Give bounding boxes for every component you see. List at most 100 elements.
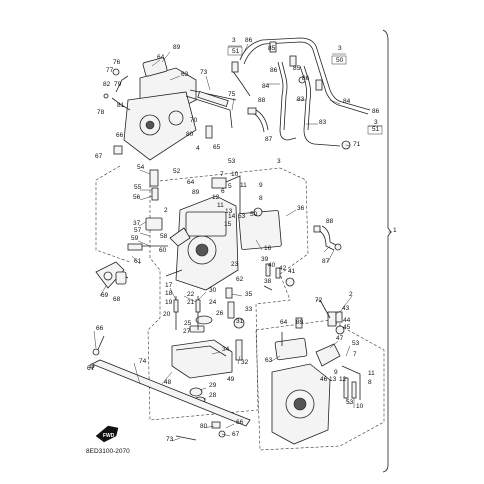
callout-35: 35 <box>245 291 253 298</box>
callout-60: 60 <box>159 247 167 254</box>
callout-84: 84 <box>262 83 270 90</box>
fwd-label: FWD <box>103 433 115 439</box>
callout-86: 86 <box>245 37 253 44</box>
callout-89: 89 <box>173 44 181 51</box>
callout-68: 68 <box>113 296 121 303</box>
callout-75: 75 <box>228 91 236 98</box>
callout-44: 44 <box>343 317 351 324</box>
callout-39: 39 <box>261 256 269 263</box>
callout-8: 8 <box>259 195 263 202</box>
callout-88: 88 <box>258 97 266 104</box>
callout-41: 41 <box>288 268 296 275</box>
callout-2: 2 <box>349 291 353 298</box>
callout-56: 56 <box>133 194 141 201</box>
callout-83: 83 <box>297 96 305 103</box>
callout-86: 86 <box>372 108 380 115</box>
drawing-code: 8ED3100-2070 <box>86 448 130 455</box>
callout-81: 81 <box>117 102 125 109</box>
callout-15: 15 <box>224 221 232 228</box>
callout-11: 11 <box>240 182 247 189</box>
joint-hose-right <box>313 225 342 251</box>
callout-63: 63 <box>181 71 189 78</box>
callout-53: 53 <box>346 399 354 406</box>
callout-3: 3 <box>277 158 281 165</box>
callout-55: 55 <box>134 184 142 191</box>
callout-76: 76 <box>113 59 121 66</box>
callout-74: 74 <box>139 358 147 365</box>
callout-22: 22 <box>187 291 195 298</box>
callout-89: 89 <box>192 189 200 196</box>
callout-16: 16 <box>264 245 272 252</box>
callout-10: 10 <box>231 171 239 178</box>
callout-51: 51 <box>372 126 380 133</box>
callout-52: 52 <box>173 168 181 175</box>
callout-29: 29 <box>209 382 217 389</box>
callout-32: 32 <box>241 359 249 366</box>
callout-65: 65 <box>213 144 221 151</box>
callout-8: 8 <box>368 379 372 386</box>
reference-boxes <box>227 45 383 135</box>
throttle-pulley-69 <box>95 261 129 289</box>
callout-77: 77 <box>106 67 114 74</box>
callout-80: 80 <box>200 423 208 430</box>
callout-6: 6 <box>221 188 225 195</box>
callout-7: 7 <box>353 351 357 358</box>
callout-20: 20 <box>163 311 171 318</box>
callout-3: 3 <box>374 119 378 126</box>
callout-37: 37 <box>133 220 141 227</box>
callout-85: 85 <box>268 45 276 52</box>
callout-69: 69 <box>101 292 109 299</box>
callout-67: 67 <box>95 153 103 160</box>
callout-19: 19 <box>165 299 173 306</box>
callout-71: 71 <box>353 141 361 148</box>
callout-62: 62 <box>236 276 244 283</box>
callout-61: 61 <box>134 258 142 265</box>
callout-49: 49 <box>227 376 235 383</box>
callout-89: 89 <box>296 319 304 326</box>
callout-73: 73 <box>166 436 174 443</box>
callout-64: 64 <box>280 319 288 326</box>
callout-66: 66 <box>96 325 104 332</box>
callout-67: 67 <box>232 431 240 438</box>
callout-13: 13 <box>225 208 233 215</box>
callout-46: 46 <box>320 376 328 383</box>
fwd-arrow-icon: FWD <box>95 425 119 443</box>
callout-64: 64 <box>157 54 165 61</box>
callout-54: 54 <box>137 164 145 171</box>
callout-88: 88 <box>326 218 334 225</box>
callout-51: 51 <box>232 48 240 55</box>
callout-86: 86 <box>302 75 310 82</box>
callout-84: 84 <box>343 98 351 105</box>
top-carburetor-assembly <box>103 57 237 161</box>
callout-53: 53 <box>228 158 236 165</box>
callout-48: 48 <box>164 379 172 386</box>
callout-50: 50 <box>336 57 344 64</box>
callout-25: 25 <box>184 320 192 327</box>
callout-83: 83 <box>319 119 327 126</box>
callout-67: 67 <box>87 365 95 372</box>
callout-50: 50 <box>250 211 258 218</box>
callout-86: 86 <box>270 67 278 74</box>
callout-87: 87 <box>322 258 330 265</box>
callout-13: 13 <box>329 376 337 383</box>
callout-40: 40 <box>268 262 276 269</box>
callout-53: 53 <box>352 340 360 347</box>
middle-carburetor-body <box>127 169 282 291</box>
callout-64: 64 <box>187 179 195 186</box>
callout-59: 59 <box>131 235 139 242</box>
callout-1: 1 <box>393 227 397 234</box>
callout-85: 85 <box>293 65 301 72</box>
callout-80: 80 <box>186 131 194 138</box>
callout-9: 9 <box>334 369 338 376</box>
callout-70: 70 <box>190 117 198 124</box>
callout-18: 18 <box>165 290 173 297</box>
callout-23: 23 <box>231 261 239 268</box>
screws-39-42 <box>263 263 295 291</box>
callout-28: 28 <box>209 392 217 399</box>
callout-33: 33 <box>245 306 253 313</box>
callout-82: 82 <box>103 81 111 88</box>
callout-36: 36 <box>297 205 305 212</box>
